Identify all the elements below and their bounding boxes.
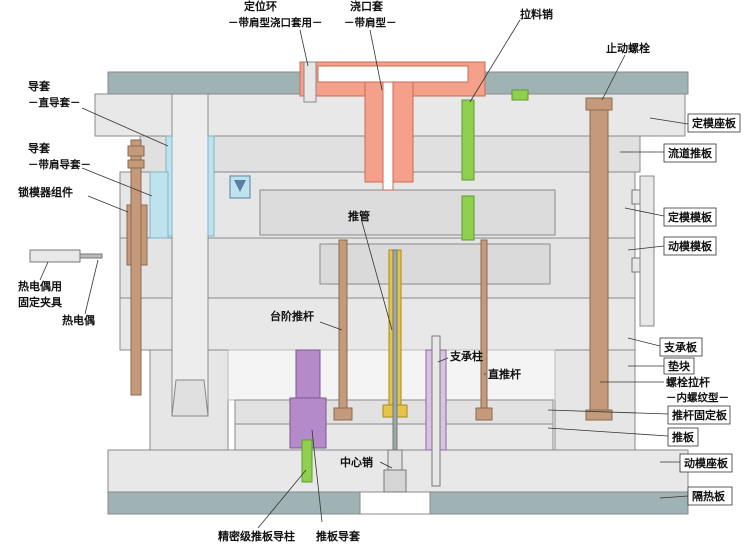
leader-sprue — [369, 29, 383, 91]
leader-puller — [469, 19, 521, 103]
label-straight: 直推杆 — [488, 367, 521, 381]
locating-ring-inner — [317, 65, 469, 83]
label-tie: 螺栓拉杆 — [666, 375, 710, 389]
bottom-insulation-gap — [359, 491, 431, 515]
label-ejector-bush: 推板导套 — [316, 529, 361, 543]
lock-assembly-cap2 — [127, 159, 145, 169]
label-guide-shoulder-sub: －带肩导套－ — [28, 158, 91, 171]
label-guide-straight-sub: －直导套－ — [28, 96, 81, 109]
label-fp: 定模模板 — [668, 210, 713, 224]
leader-sp — [627, 337, 661, 347]
core-insert — [319, 243, 551, 285]
box-mp — [663, 236, 717, 256]
label-clamp-sub: 固定夹具 — [18, 295, 62, 309]
guide-bush-shoulder — [149, 171, 169, 239]
box-sp — [659, 337, 703, 357]
leader-guide-post — [257, 469, 307, 529]
thermocouple-wire — [79, 253, 103, 259]
leader-fp — [624, 207, 665, 217]
box-fp — [663, 207, 717, 227]
leader-support — [437, 357, 449, 363]
label-sleeve: 推管 — [348, 209, 370, 223]
label-locating-ring: 定位环 — [244, 0, 277, 13]
label-lock: 锁模器组件 — [18, 185, 73, 199]
leader-clamp — [39, 261, 49, 281]
leader-ins — [659, 495, 689, 499]
leader-ep — [547, 427, 669, 437]
sprue-puller-upper — [461, 99, 475, 181]
stepped-ejector-pin-head — [333, 407, 353, 421]
label-erp: 推杆固定板 — [672, 408, 728, 422]
core-pin — [392, 249, 398, 461]
support-pillar-pin — [431, 335, 441, 487]
label-sprue-sub: －带肩型－ — [344, 16, 397, 29]
straight-ejector-pin-head — [475, 407, 493, 421]
label-mp: 动模模板 — [668, 239, 713, 253]
box-ins — [687, 486, 733, 506]
box-mcp — [679, 453, 733, 473]
leader-guide-shoulder — [81, 167, 153, 197]
leader-sleeve — [361, 221, 393, 331]
box-fcp — [687, 113, 741, 133]
center-pin-head — [383, 469, 407, 493]
label-guide-straight: 导套 — [28, 79, 51, 93]
label-clamp: 热电偶用 — [18, 279, 62, 293]
label-fcp: 定模座板 — [692, 116, 737, 130]
tie-bolt — [589, 109, 609, 421]
green-cap — [511, 89, 529, 101]
sprue-channel — [382, 81, 394, 191]
label-tie-sub: －内螺纹型－ — [666, 391, 729, 404]
leader-erp — [547, 409, 669, 415]
label-sp: 支承板 — [663, 340, 698, 354]
box-erp — [667, 405, 731, 425]
label-center: 中心销 — [340, 455, 373, 469]
leader-mp — [627, 245, 665, 251]
leader-lock — [87, 195, 129, 213]
straight-ejector-pin — [480, 239, 488, 411]
lock-block-cone — [234, 180, 246, 192]
locating-pin-left — [303, 61, 317, 103]
box-spacer — [663, 357, 695, 375]
lock-assembly-rod — [130, 139, 142, 396]
label-guide-shoulder: 导套 — [28, 141, 51, 155]
label-puller: 拉料销 — [520, 7, 553, 21]
box-ep — [667, 427, 699, 447]
stop-bolt-head — [585, 97, 613, 111]
label-mcp: 动模座板 — [684, 456, 729, 470]
label-locating-ring-sub: －带肩型浇口套用－ — [228, 16, 323, 29]
thermocouple-clamp — [29, 249, 81, 263]
tie-bolt-foot — [585, 409, 613, 421]
sprue-puller-lower — [461, 195, 475, 241]
guide-post-head — [171, 379, 209, 417]
stepped-ejector-pin — [338, 239, 348, 411]
label-stepped: 台阶推杆 — [270, 309, 314, 323]
leader-stepped — [319, 321, 343, 331]
label-rsp: 流道推板 — [668, 146, 713, 160]
label-thermo: 热电偶 — [62, 313, 95, 327]
label-ep: 推板 — [672, 430, 695, 444]
precision-guide-post — [301, 439, 313, 483]
leader-fcp — [649, 117, 689, 125]
leader-locating-ring — [299, 29, 309, 67]
label-sprue: 浇口套 — [350, 0, 384, 13]
label-support-pillar: 支承柱 — [449, 349, 483, 363]
leader-thermo — [84, 259, 99, 315]
leader-stop-bolt — [601, 54, 626, 101]
lock-assembly-cap — [127, 145, 145, 157]
guide-post — [171, 93, 209, 417]
right-rail — [639, 175, 655, 327]
leader-center — [379, 461, 393, 469]
guide-bush-straight-r — [207, 135, 215, 237]
label-guide-post: 精密级推板导柱 — [218, 529, 295, 543]
label-ins: 隔热板 — [692, 489, 726, 503]
leader-ejector-bush — [311, 429, 323, 523]
label-spacer: 垫块 — [668, 359, 691, 373]
leader-guide-straight — [81, 107, 169, 147]
cavity-insert — [259, 189, 556, 236]
label-stop-bolt: 止动螺栓 — [606, 41, 650, 55]
box-rsp — [663, 143, 717, 163]
